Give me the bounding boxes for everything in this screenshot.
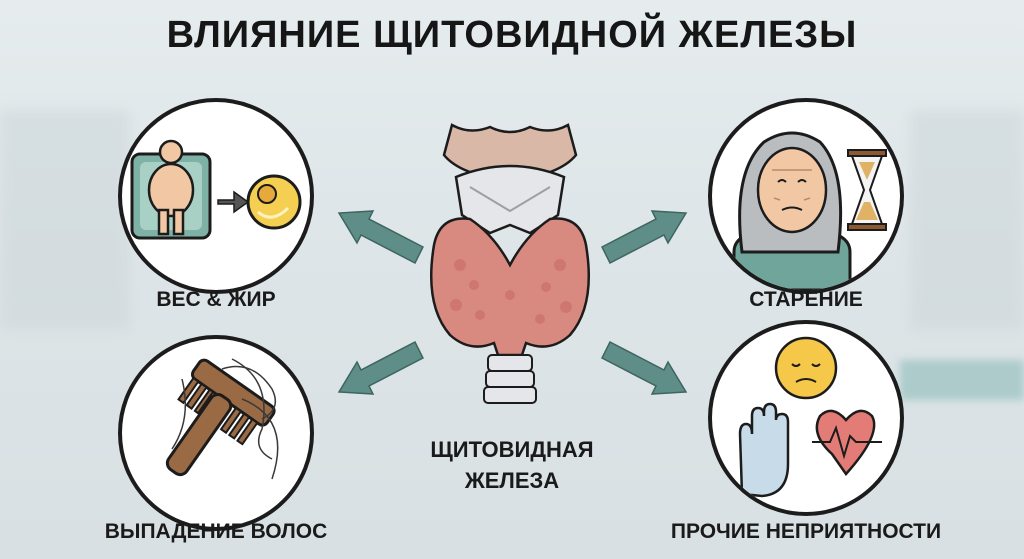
- background-window-right: [910, 110, 1024, 330]
- arrow-to-aging: [600, 210, 688, 265]
- comb-hair-loss-icon: [165, 358, 279, 480]
- aging-circle: [708, 98, 904, 294]
- background-teal-strip: [900, 360, 1024, 400]
- arrow-to-hair: [337, 340, 425, 395]
- panel-label-weight: ВЕС & ЖИР: [156, 288, 276, 311]
- panel-label-hair: ВЫПАДЕНИЕ ВОЛОС: [104, 520, 328, 543]
- symptoms-icon: [738, 336, 882, 498]
- arrow-to-weight: [337, 210, 425, 265]
- symptoms-circle: [708, 320, 904, 516]
- panel-label-other: ПРОЧИЕ НЕПРИЯТНОСТИ: [670, 520, 942, 543]
- background-window-left: [0, 110, 130, 330]
- hand-icon: [738, 402, 790, 498]
- sad-face-icon: [774, 336, 838, 400]
- center-label-line1: ЩИТОВИДНАЯ: [430, 437, 594, 462]
- panel-label-aging: СТАРЕНИЕ: [749, 288, 863, 311]
- center-label-line2: ЖЕЛЕЗА: [464, 468, 560, 493]
- hair-loss-circle: [118, 335, 314, 531]
- heart-icon: [815, 409, 876, 477]
- thyroid-gland-icon: [429, 123, 591, 404]
- page-title: ВЛИЯНИЕ ЩИТОВИДНОЙ ЖЕЛЕЗЫ: [166, 14, 858, 56]
- weight-fat-circle: [118, 98, 314, 294]
- aging-hourglass-icon: [732, 131, 887, 290]
- arrow-to-symptoms: [600, 340, 688, 395]
- scale-fat-cell-icon: [130, 139, 302, 240]
